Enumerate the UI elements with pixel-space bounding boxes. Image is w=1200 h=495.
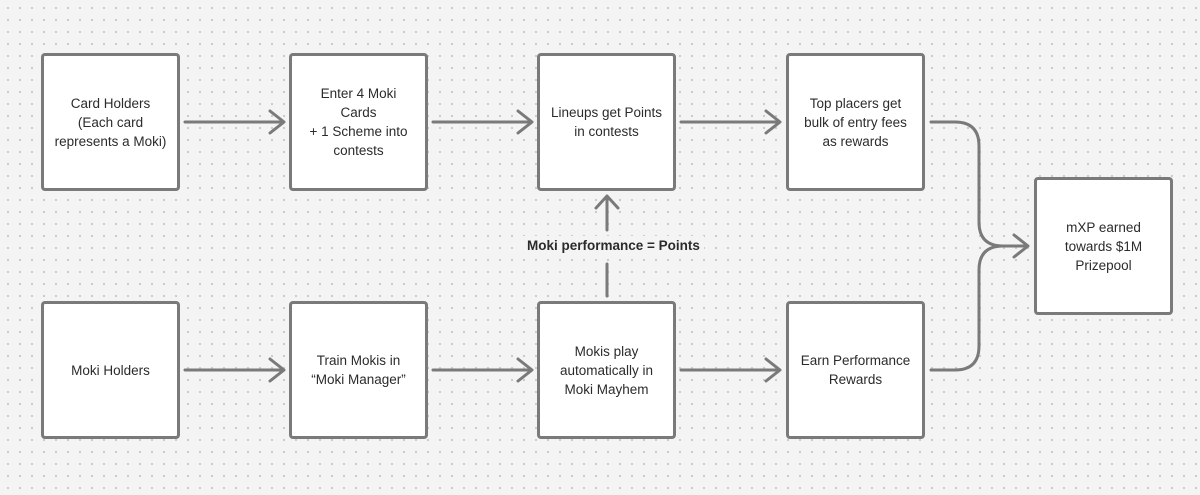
node-lineups-get-points-label: Lineups get Points in contests: [550, 105, 663, 139]
arrow-mokis-play-to-lineups: [594, 194, 620, 298]
node-mxp-earned-label: mXP earned towards $1M Prizepool: [1064, 219, 1143, 273]
node-card-holders-label: Card Holders (Each card represents a Mok…: [54, 95, 167, 149]
arrow-mokis-play-to-earn-performance: [679, 357, 782, 383]
node-earn-performance-rewards-label: Earn Performance Rewards: [800, 353, 911, 387]
arrow-lineups-to-top-placers: [679, 109, 782, 135]
arrow-card-holders-to-enter-cards: [183, 109, 286, 135]
arrowhead-into-mxp: [1012, 233, 1030, 259]
node-train-mokis-label: Train Mokis in “Moki Manager”: [311, 353, 406, 387]
node-top-placers-label: Top placers get bulk of entry fees as re…: [804, 95, 907, 149]
node-card-holders: Card Holders (Each card represents a Mok…: [41, 53, 180, 191]
node-moki-holders: Moki Holders: [41, 301, 180, 439]
node-lineups-get-points: Lineups get Points in contests: [537, 53, 676, 191]
edge-label-moki-performance: Moki performance = Points: [523, 236, 704, 255]
node-enter-moki-cards: Enter 4 Moki Cards + 1 Scheme into conte…: [289, 53, 428, 191]
node-mokis-play: Mokis play automatically in Moki Mayhem: [537, 301, 676, 439]
connector-earn-performance-to-mxp: [929, 244, 1005, 372]
arrow-train-mokis-to-mokis-play: [431, 357, 534, 383]
node-moki-holders-label: Moki Holders: [71, 362, 150, 378]
arrow-enter-cards-to-lineups: [431, 109, 534, 135]
node-mokis-play-label: Mokis play automatically in Moki Mayhem: [559, 343, 654, 397]
node-mxp-earned: mXP earned towards $1M Prizepool: [1034, 177, 1173, 315]
connector-top-placers-to-mxp: [929, 120, 1029, 248]
arrow-moki-holders-to-train-mokis: [183, 357, 286, 383]
node-earn-performance-rewards: Earn Performance Rewards: [786, 301, 925, 439]
node-enter-moki-cards-label: Enter 4 Moki Cards + 1 Scheme into conte…: [309, 86, 408, 158]
node-train-mokis: Train Mokis in “Moki Manager”: [289, 301, 428, 439]
node-top-placers: Top placers get bulk of entry fees as re…: [786, 53, 925, 191]
